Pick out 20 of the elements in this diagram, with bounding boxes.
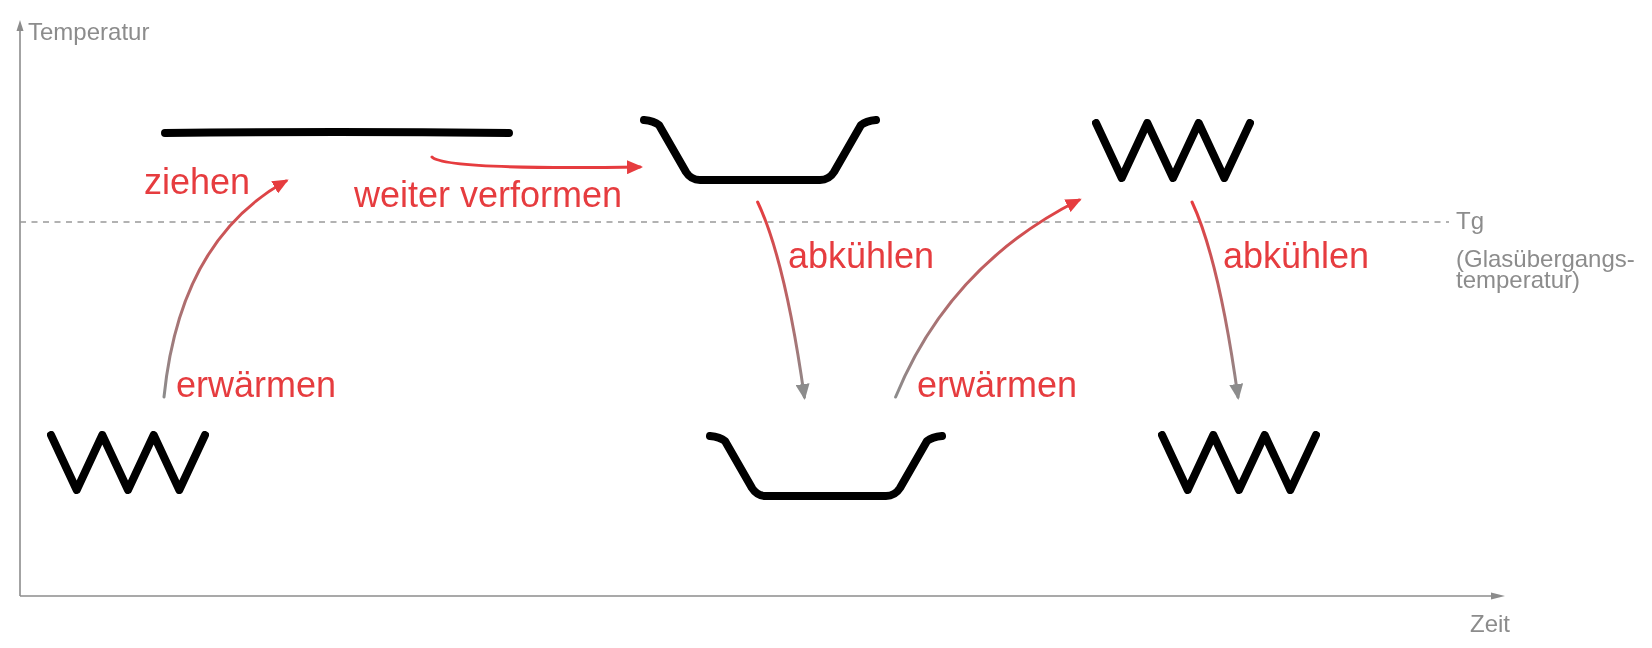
arrow — [162, 179, 289, 399]
edge-label: erwärmen — [917, 367, 1078, 403]
arrow — [894, 198, 1082, 399]
zigzag-line — [1092, 119, 1254, 182]
axis-title: Zeit — [1470, 612, 1510, 636]
zigzag-line — [47, 431, 209, 494]
straight-line — [161, 128, 513, 138]
arrow — [430, 155, 643, 175]
trough-profile — [640, 116, 880, 184]
zigzag-line — [1158, 431, 1320, 494]
step-label: ziehen — [144, 164, 251, 200]
edge-label: abkühlen — [788, 238, 935, 274]
edge-label: erwärmen — [176, 367, 337, 403]
arrow — [756, 200, 810, 400]
edge-label: abkühlen — [1223, 238, 1370, 274]
trough-profile — [706, 432, 946, 500]
arrow — [1190, 200, 1244, 400]
axis-title: Temperatur — [28, 20, 150, 44]
edge-label: weiter verformen — [354, 177, 623, 213]
threshold-label: Tg — [1456, 209, 1484, 233]
